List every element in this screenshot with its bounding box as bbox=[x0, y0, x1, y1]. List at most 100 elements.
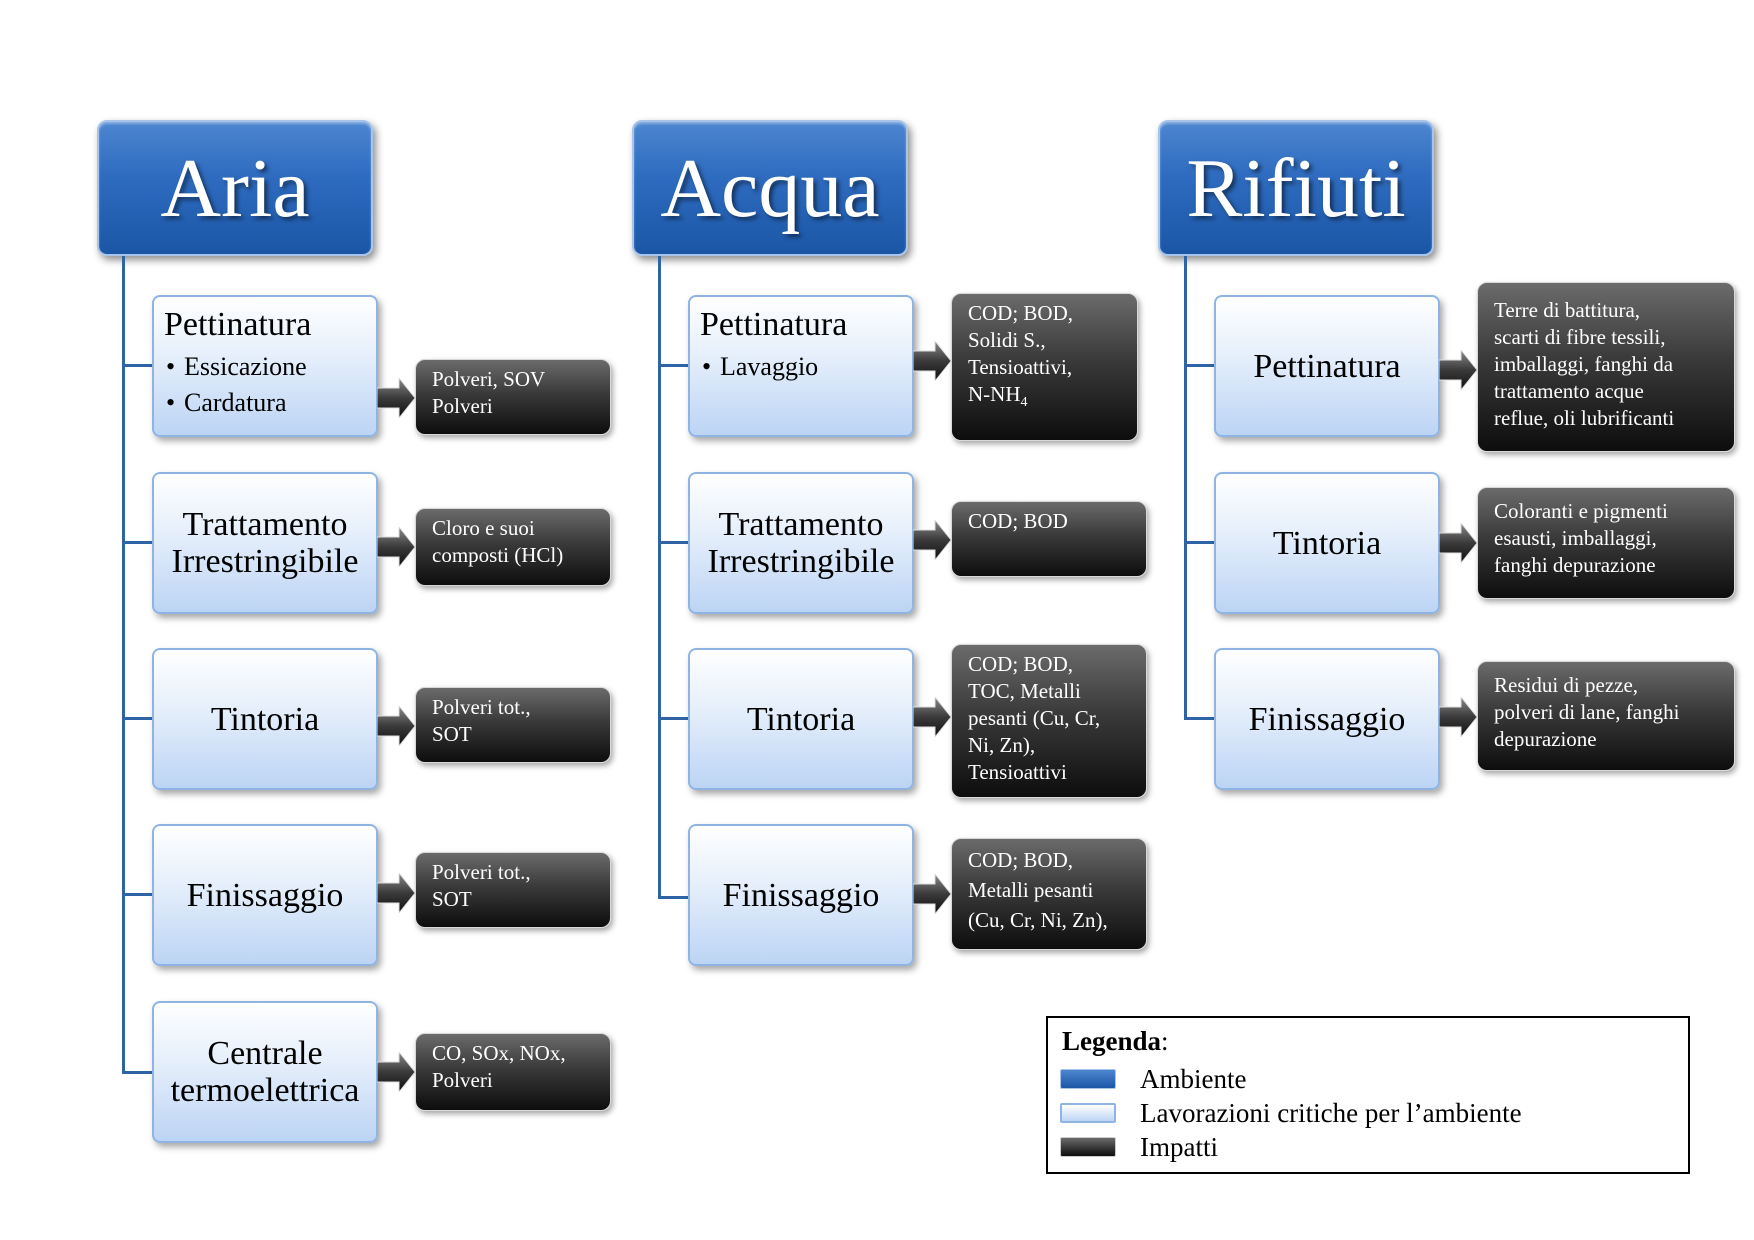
impact-box: Coloranti e pigmenti esausti, imballaggi… bbox=[1477, 487, 1735, 599]
impact-text-part: N-NH bbox=[968, 382, 1021, 406]
arrow-icon bbox=[377, 873, 415, 913]
branch-line bbox=[122, 541, 153, 544]
arrow-icon bbox=[1439, 523, 1477, 563]
legend-label: Ambiente bbox=[1140, 1063, 1247, 1094]
process-title: Trattamento Irrestringibile bbox=[707, 506, 895, 580]
legend-title-text: Legenda bbox=[1062, 1026, 1162, 1056]
process-title: Finissaggio bbox=[1248, 700, 1406, 738]
process-box-finissaggio: Finissaggio bbox=[1214, 648, 1440, 790]
impact-box: Polveri tot., SOT bbox=[415, 852, 611, 928]
impact-text: Metalli pesanti bbox=[968, 878, 1094, 902]
impact-box: COD; BOD, Solidi S., Tensioattivi, N-NH4 bbox=[951, 293, 1138, 441]
impact-text: polveri di lane, fanghi bbox=[1494, 700, 1680, 724]
impact-box: CO, SOx, NOx, Polveri bbox=[415, 1033, 611, 1111]
header-rifiuti: Rifiuti bbox=[1158, 120, 1434, 256]
impact-text: fanghi depurazione bbox=[1494, 553, 1656, 577]
branch-line bbox=[658, 541, 689, 544]
process-title: Finissaggio bbox=[186, 876, 344, 914]
impact-text: COD; BOD, bbox=[968, 848, 1074, 872]
impact-box: COD; BOD, Metalli pesanti (Cu, Cr, Ni, Z… bbox=[951, 838, 1147, 950]
bullet-item: Cardatura bbox=[166, 385, 307, 421]
trunk-line-rifiuti bbox=[1184, 256, 1187, 720]
impact-box: Polveri, SOV Polveri bbox=[415, 359, 611, 435]
impact-text: N-NH4 bbox=[968, 381, 1121, 416]
header-acqua: Acqua bbox=[632, 120, 908, 256]
branch-line bbox=[122, 364, 153, 367]
impact-text: Solidi S., bbox=[968, 328, 1046, 352]
bullet-item: Essicazione bbox=[166, 349, 307, 385]
impact-text: SOT bbox=[432, 722, 472, 746]
impact-text: Polveri bbox=[432, 1068, 493, 1092]
process-title: Pettinatura bbox=[164, 306, 312, 343]
process-box-finissaggio: Finissaggio bbox=[688, 824, 914, 966]
impact-box: Cloro e suoi composti (HCl) bbox=[415, 508, 611, 586]
branch-line bbox=[122, 717, 153, 720]
process-box-tintoria: Tintoria bbox=[1214, 472, 1440, 614]
process-title: Centrale termoelettrica bbox=[170, 1035, 360, 1109]
arrow-icon bbox=[377, 706, 415, 746]
impact-text: COD; BOD, bbox=[968, 301, 1074, 325]
arrow-icon bbox=[377, 1052, 415, 1092]
impact-text: Coloranti e pigmenti bbox=[1494, 499, 1668, 523]
impact-text: Residui di pezze, bbox=[1494, 673, 1639, 697]
impact-text: COD; BOD bbox=[968, 509, 1068, 533]
branch-line bbox=[1184, 541, 1215, 544]
impact-box: COD; BOD, TOC, Metalli pesanti (Cu, Cr, … bbox=[951, 644, 1147, 798]
trunk-line-aria bbox=[122, 256, 125, 1074]
legend-item-impatti: Impatti bbox=[1060, 1130, 1218, 1164]
process-box-pettinatura: Pettinatura Essicazione Cardatura bbox=[152, 295, 378, 437]
impact-text: COD; BOD, bbox=[968, 652, 1074, 676]
process-bullets: Essicazione Cardatura bbox=[164, 349, 307, 421]
legend-item-lavorazioni: Lavorazioni critiche per l’ambiente bbox=[1060, 1096, 1522, 1130]
arrow-icon bbox=[913, 697, 951, 737]
impact-text: scarti di fibre tessili, bbox=[1494, 325, 1666, 349]
impact-box: Terre di battitura, scarti di fibre tess… bbox=[1477, 282, 1735, 452]
legend-title: Legenda: bbox=[1062, 1026, 1169, 1057]
process-box-tintoria: Tintoria bbox=[152, 648, 378, 790]
arrow-icon bbox=[913, 341, 951, 381]
process-box-centrale: Centrale termoelettrica bbox=[152, 1001, 378, 1143]
process-box-trattamento: Trattamento Irrestringibile bbox=[688, 472, 914, 614]
impact-text: Polveri tot., bbox=[432, 695, 531, 719]
impact-text: SOT bbox=[432, 887, 472, 911]
impact-text: reflue, oli lubrificanti bbox=[1494, 406, 1675, 430]
impact-text: Terre di battitura, bbox=[1494, 298, 1641, 322]
arrow-icon bbox=[913, 874, 951, 914]
impact-text: trattamento acque bbox=[1494, 379, 1644, 403]
impact-text: composti (HCl) bbox=[432, 543, 564, 567]
legend: Legenda: Ambiente Lavorazioni critiche p… bbox=[1046, 1016, 1690, 1174]
impact-text: Polveri, SOV bbox=[432, 367, 546, 391]
impact-text: Polveri bbox=[432, 394, 493, 418]
branch-line bbox=[122, 1071, 153, 1074]
legend-swatch-blue bbox=[1060, 1069, 1116, 1089]
process-title: Tintoria bbox=[746, 700, 856, 738]
process-box-pettinatura: Pettinatura Lavaggio bbox=[688, 295, 914, 437]
process-title: Trattamento Irrestringibile bbox=[171, 506, 359, 580]
impact-text: imballaggi, fanghi da bbox=[1494, 352, 1674, 376]
process-box-trattamento: Trattamento Irrestringibile bbox=[152, 472, 378, 614]
impact-box: Polveri tot., SOT bbox=[415, 687, 611, 763]
impact-text: Tensioattivi bbox=[968, 760, 1067, 784]
impact-text: esausti, imballaggi, bbox=[1494, 526, 1657, 550]
process-box-pettinatura: Pettinatura bbox=[1214, 295, 1440, 437]
branch-line bbox=[122, 893, 153, 896]
legend-title-suffix: : bbox=[1161, 1026, 1169, 1056]
impact-text: Cloro e suoi bbox=[432, 516, 535, 540]
arrow-icon bbox=[377, 527, 415, 567]
branch-line bbox=[1184, 364, 1215, 367]
bullet-item: Lavaggio bbox=[702, 349, 818, 385]
header-aria: Aria bbox=[97, 120, 373, 256]
process-title: Pettinatura bbox=[700, 306, 848, 343]
process-title: Finissaggio bbox=[722, 876, 880, 914]
impact-box: Residui di pezze, polveri di lane, fangh… bbox=[1477, 661, 1735, 771]
impact-text: (Cu, Cr, Ni, Zn), bbox=[968, 908, 1108, 932]
trunk-line-acqua bbox=[658, 256, 661, 899]
process-box-finissaggio: Finissaggio bbox=[152, 824, 378, 966]
legend-swatch-dark bbox=[1060, 1137, 1116, 1157]
branch-line bbox=[658, 717, 689, 720]
legend-label: Impatti bbox=[1140, 1131, 1218, 1162]
process-box-tintoria: Tintoria bbox=[688, 648, 914, 790]
process-title: Tintoria bbox=[210, 700, 320, 738]
branch-line bbox=[658, 364, 689, 367]
process-title: Tintoria bbox=[1272, 524, 1382, 562]
